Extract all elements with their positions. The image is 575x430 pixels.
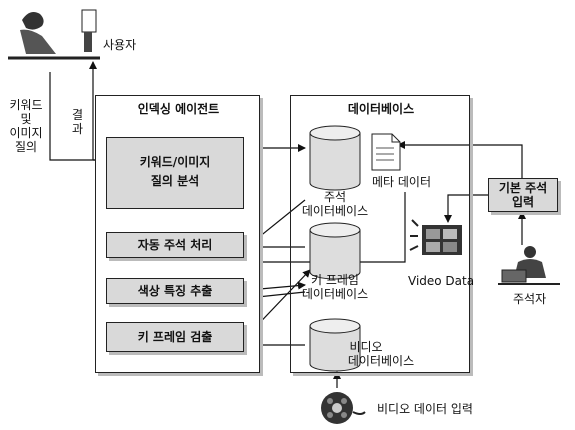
- video-db-line1: 비디오: [349, 340, 383, 354]
- video-data-label: Video Data: [408, 274, 475, 288]
- keyframe-detect-box: 키 프레임 검출: [106, 322, 244, 352]
- annotator-figure-icon: [498, 246, 560, 285]
- query-label-line3: 이미지: [9, 126, 43, 140]
- user-figure-icon: [8, 9, 100, 60]
- meta-data-label: 메타 데이터: [372, 175, 432, 189]
- color-feature-box: 색상 특징 추출: [106, 278, 244, 304]
- keyframe-detect-label: 키 프레임 검출: [137, 330, 213, 344]
- result-label-line1: 결: [72, 108, 84, 122]
- query-analysis-box: 키워드/이미지 질의 분석: [106, 137, 244, 209]
- video-input-label: 비디오 데이터 입력: [377, 402, 473, 416]
- meta-data-document-icon: [371, 133, 401, 171]
- video-data-film-icon: [409, 219, 462, 255]
- query-label-line4: 질의: [14, 140, 38, 154]
- query-arrow: [49, 72, 106, 164]
- annotation-db-icon: [309, 125, 361, 191]
- keyframe-db-line2: 데이터베이스: [301, 287, 369, 301]
- database-title: 데이터베이스: [347, 102, 415, 116]
- basic-annotation-box: 기본 주석 입력: [488, 178, 558, 212]
- result-label-line2: 과: [72, 122, 84, 136]
- basic-annotation-line2: 입력: [511, 195, 535, 209]
- query-analysis-line2: 질의 분석: [150, 174, 200, 188]
- database-panel: 데이터베이스: [290, 95, 470, 373]
- auto-annotation-label: 자동 주석 처리: [137, 238, 213, 252]
- query-label-line1: 키워드: [9, 98, 43, 112]
- basic-annotation-line1: 기본 주석: [498, 181, 548, 195]
- query-analysis-line1: 키워드/이미지: [139, 155, 211, 169]
- video-reel-icon: [321, 392, 366, 424]
- video-db-line2: 데이터베이스: [347, 354, 415, 368]
- query-label-line2: 및: [20, 112, 32, 126]
- indexing-agent-title: 인덱싱 에이전트: [137, 102, 220, 116]
- annotator-label: 주석자: [513, 292, 547, 306]
- annotation-db-line1: 주석: [323, 190, 347, 204]
- user-label: 사용자: [103, 38, 137, 52]
- auto-annotation-box: 자동 주석 처리: [106, 232, 244, 258]
- keyframe-db-icon: [309, 222, 361, 280]
- video-db-icon: [309, 318, 361, 372]
- keyframe-db-line1: 키 프레임: [311, 273, 359, 287]
- color-feature-label: 색상 특징 추출: [137, 284, 213, 298]
- annotation-db-line2: 데이터베이스: [301, 204, 369, 218]
